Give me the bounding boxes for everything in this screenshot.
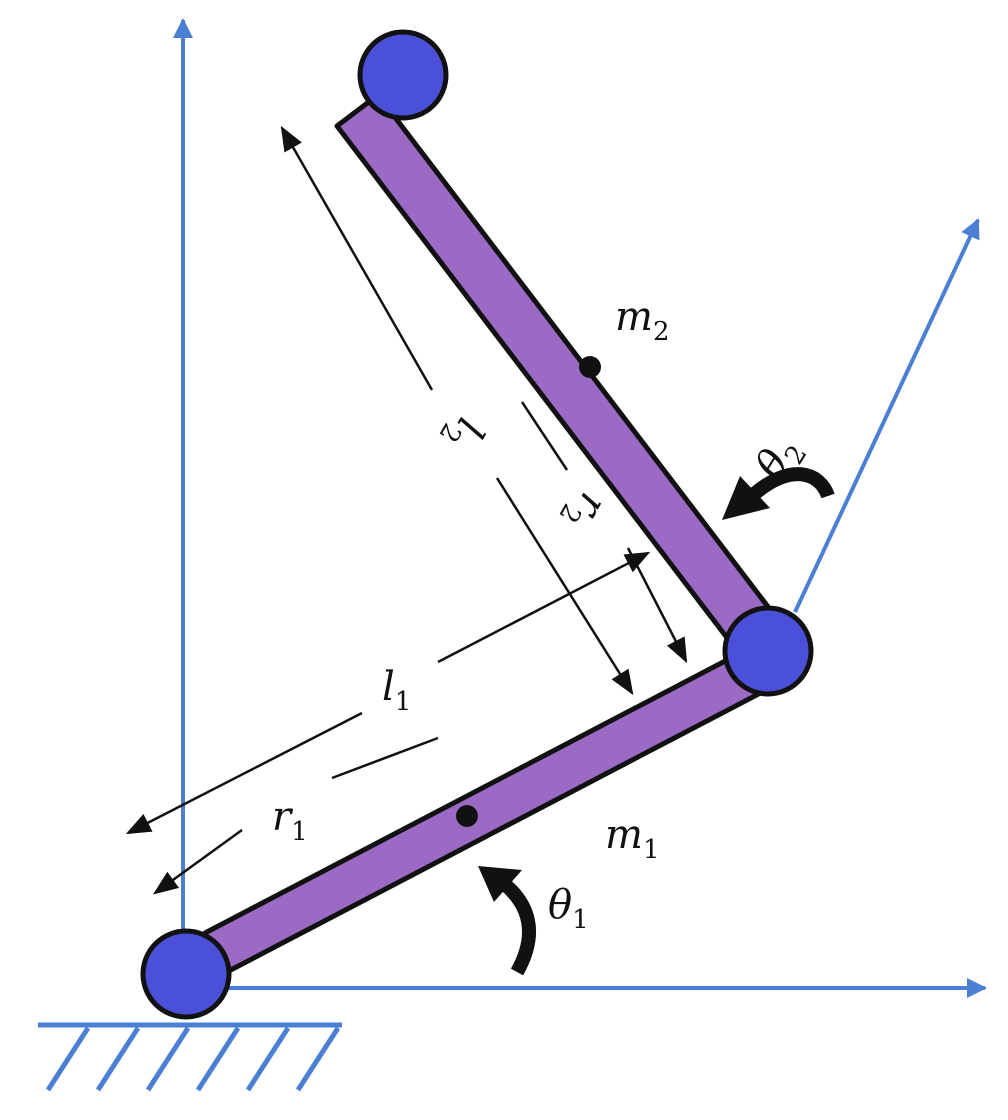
label-r2: r2 bbox=[552, 482, 616, 539]
link1-extension-axis bbox=[793, 218, 980, 613]
elbow-joint bbox=[722, 605, 814, 697]
l2-dimension-bottom bbox=[495, 477, 634, 696]
com-2 bbox=[579, 356, 601, 378]
label-m1: m1 bbox=[605, 812, 659, 865]
r2-dimension-bottom bbox=[626, 547, 688, 664]
end-effector-joint bbox=[357, 29, 449, 121]
r2-dimension-top bbox=[520, 401, 569, 471]
l2-dimension-top bbox=[280, 125, 434, 391]
label-m2: m2 bbox=[615, 294, 669, 347]
label-r1: r1 bbox=[272, 794, 308, 847]
label-l1: l1 bbox=[382, 664, 411, 717]
theta1-arrowhead bbox=[478, 866, 522, 902]
theta1-rotation-arrow bbox=[497, 876, 536, 976]
label-l2: l2 bbox=[432, 407, 493, 459]
r1-dimension-right bbox=[331, 736, 439, 780]
base-joint bbox=[140, 928, 232, 1020]
theta2-rotation-arrow bbox=[747, 467, 835, 502]
theta2-arrowhead bbox=[722, 476, 770, 520]
ground bbox=[38, 1022, 342, 1092]
l1-dimension-left bbox=[125, 711, 363, 835]
link-2 bbox=[334, 92, 791, 667]
label-theta1: θ1 bbox=[548, 882, 589, 935]
r1-dimension-left bbox=[152, 828, 243, 895]
l1-dimension-right bbox=[437, 551, 651, 664]
com-1 bbox=[456, 805, 478, 827]
